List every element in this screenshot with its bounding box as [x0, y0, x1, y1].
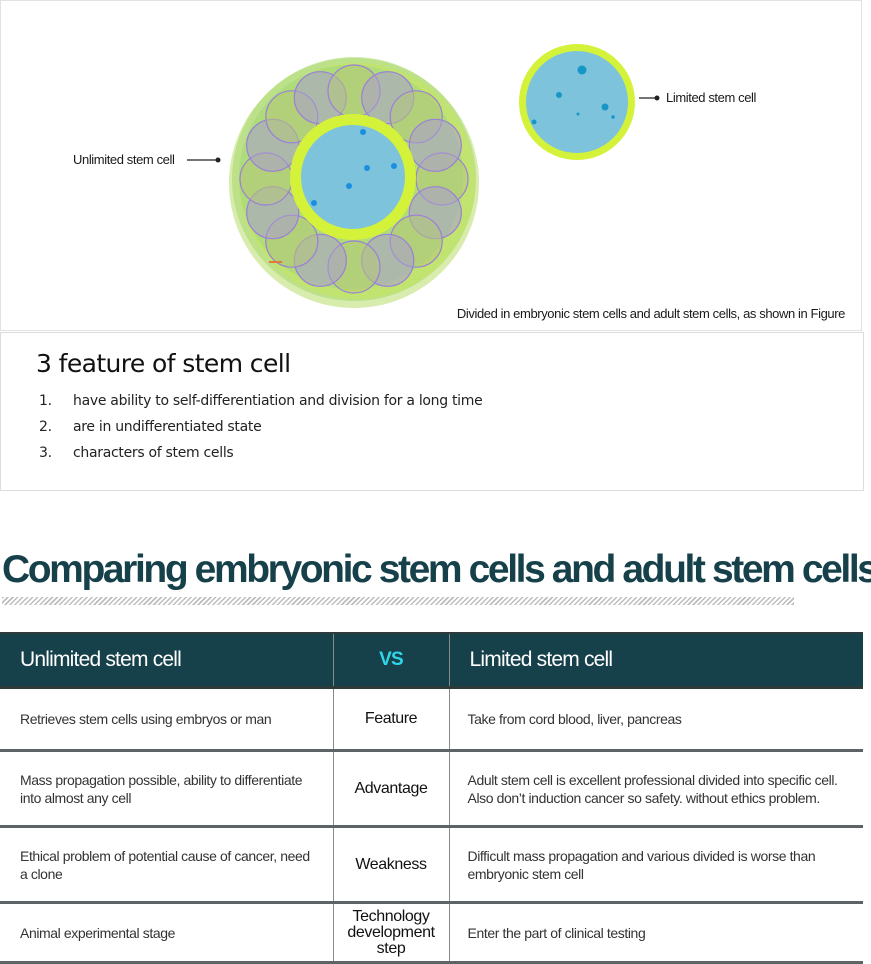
feature-item-number: 1.: [39, 393, 52, 409]
feature-item: 1. have ability to self-differentiation a…: [39, 390, 483, 416]
cell-unlimited: Animal experimental stage: [0, 902, 333, 964]
unlimited-stem-cell-label: Unlimited stem cell: [73, 152, 175, 167]
header-vs: VS: [332, 632, 449, 689]
comparison-title: Comparing embryonic stem cells and adult…: [2, 548, 871, 591]
feature-item-number: 2.: [39, 419, 52, 435]
cell-unlimited: Ethical problem of potential cause of ca…: [0, 826, 333, 904]
feature-list: 1. have ability to self-differentiation a…: [39, 390, 483, 468]
header-unlimited: Unlimited stem cell: [0, 632, 333, 689]
cell-unlimited: Mass propagation possible, ability to di…: [0, 750, 333, 828]
cell-limited: Difficult mass propagation and various d…: [448, 826, 863, 904]
cell-limited: Enter the part of clinical testing: [448, 902, 863, 964]
cell-unlimited: Retrieves stem cells using embryos or ma…: [0, 687, 333, 752]
limited-stem-cell-label: Limited stem cell: [666, 90, 757, 105]
feature-item: 2. are in undifferentiated state: [39, 416, 482, 442]
table-row: Ethical problem of potential cause of ca…: [0, 826, 863, 904]
stem-cell-illustration: [187, 44, 660, 308]
feature-item-text: have ability to self-differentiation and…: [73, 393, 483, 409]
unlimited-stem-cell-graphic: [229, 57, 479, 308]
comparison-table: Unlimited stem cell VS Limited stem cell…: [0, 632, 863, 964]
table-row: Retrieves stem cells using embryos or ma…: [0, 687, 863, 752]
cell-limited: Take from cord blood, liver, pancreas: [448, 687, 863, 752]
feature-item: 3. characters of stem cells: [39, 442, 482, 468]
cell-category: Advantage: [332, 750, 449, 828]
cell-limited: Adult stem cell is excellent professiona…: [448, 750, 863, 828]
petal-ring: [239, 64, 469, 294]
title-underline-hatch: [2, 597, 794, 605]
feature-item-text: are in undifferentiated state: [73, 419, 262, 435]
limited-stem-cell-graphic: [519, 44, 635, 160]
header-limited: Limited stem cell: [448, 632, 863, 689]
petal-cell: [408, 118, 462, 172]
stem-cell-figure: Unlimited stem cell Limited stem cell Di…: [0, 0, 862, 331]
feature-title: 3 feature of stem cell: [36, 349, 291, 378]
figure-caption: Divided in embryonic stem cells and adul…: [456, 306, 846, 321]
feature-item-number: 3.: [39, 445, 52, 461]
table-header-row: Unlimited stem cell VS Limited stem cell: [0, 632, 863, 689]
cell-category: Technology development step: [332, 902, 449, 964]
feature-item-text: characters of stem cells: [73, 445, 234, 461]
table-row: Animal experimental stage Technology dev…: [0, 902, 863, 964]
table-row: Mass propagation possible, ability to di…: [0, 750, 863, 828]
feature-box: 3 feature of stem cell 1. have ability to…: [0, 332, 864, 491]
cell-category: Weakness: [332, 826, 449, 904]
cell-category: Feature: [332, 687, 449, 752]
